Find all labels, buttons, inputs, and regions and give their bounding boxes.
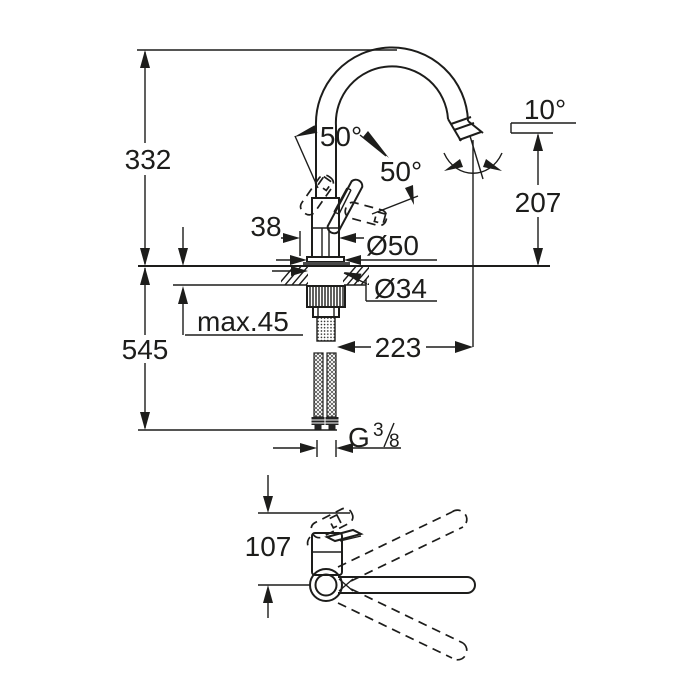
- dim-label-dia50: Ø50: [366, 230, 419, 261]
- dim-label-max45: max.45: [197, 306, 289, 337]
- dimension-107: 107: [245, 475, 350, 618]
- handle-lever: [326, 178, 364, 235]
- counter-section: [138, 265, 550, 286]
- dimension-dia34: Ø34: [272, 266, 437, 304]
- dimension-38: 38: [250, 211, 364, 256]
- riser-pipe: [315, 126, 337, 198]
- top-view-arm-dashed-down: [337, 588, 468, 661]
- dimension-50deg-right: 50°: [371, 156, 422, 215]
- hatch-left: [281, 266, 308, 285]
- faucet-body: [303, 197, 350, 266]
- top-view-arm-dashed-up: [337, 509, 468, 582]
- thread-letter: G: [348, 422, 370, 453]
- dim-label-38: 38: [250, 211, 281, 242]
- dimension-max45: max.45: [178, 227, 303, 337]
- outlet-axis-lines: [469, 135, 484, 347]
- dimension-223: 223: [337, 332, 473, 363]
- handle-lever-dashed-left: [299, 174, 335, 216]
- base-plate: [303, 262, 350, 266]
- top-view-spout-arm: [338, 576, 476, 594]
- dim-label-332: 332: [125, 144, 172, 175]
- dimension-10deg: 10°: [443, 94, 576, 174]
- faucet-front-view: [299, 46, 484, 430]
- thread-slash: [383, 422, 395, 448]
- supply-hoses: [311, 352, 339, 430]
- dim-label-223: 223: [375, 332, 422, 363]
- dim-label-10deg: 10°: [524, 94, 566, 125]
- dimension-dia50: Ø50: [276, 230, 437, 265]
- mounting-hardware: [306, 285, 346, 342]
- dim-label-545: 545: [122, 334, 169, 365]
- dim-label-107: 107: [245, 531, 292, 562]
- top-view-lever: [324, 528, 364, 543]
- swivel-pivot: [309, 568, 343, 602]
- dimension-50deg-left: 50°: [294, 121, 389, 189]
- dimension-207: 207: [515, 132, 562, 266]
- thread-numerator: 3: [373, 420, 384, 441]
- hose-fitting-left: [311, 417, 325, 430]
- dimension-545: 545: [122, 267, 337, 431]
- dimension-332: 332: [125, 49, 397, 266]
- dimension-g38: G 3 8: [273, 420, 401, 457]
- hose-fitting-right: [325, 417, 339, 430]
- dim-label-50deg-left: 50°: [320, 121, 362, 152]
- dim-label-dia34: Ø34: [374, 273, 427, 304]
- dim-label-207: 207: [515, 187, 562, 218]
- threaded-stud: [316, 316, 336, 342]
- handle-lever-dashed-right: [344, 201, 388, 227]
- top-view-dashed-arc: [306, 536, 311, 551]
- dim-label-50deg-right: 50°: [380, 156, 422, 187]
- washer: [312, 306, 340, 318]
- pivot-cross-mark: [338, 578, 354, 592]
- spout-arc: [314, 46, 484, 142]
- thread-denominator: 8: [389, 431, 400, 452]
- faucet-top-view: [306, 507, 476, 661]
